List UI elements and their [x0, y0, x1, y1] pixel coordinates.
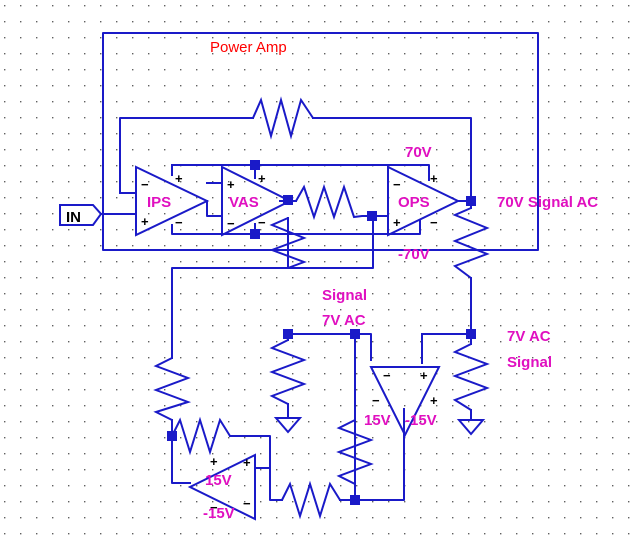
resistor-signal7-gnd	[269, 339, 307, 405]
pin-minus: −	[227, 216, 235, 231]
resistor-shift	[269, 217, 307, 269]
input-port-label: IN	[66, 209, 81, 226]
labels: Power Amp IPS VAS OPS 70V -70V 70V Signa…	[147, 39, 598, 522]
pin-plus: +	[258, 171, 266, 186]
resistor-output-divider-top	[452, 207, 490, 279]
resistor-left-lower	[153, 357, 192, 421]
junction-dot	[250, 229, 260, 239]
pin-minus: −	[210, 500, 218, 515]
pin-minus: −	[393, 177, 401, 192]
wires	[100, 32, 539, 501]
power-amp-boundary	[102, 32, 539, 251]
junction-dot	[466, 196, 476, 206]
opamp-ops-triangle	[387, 165, 461, 237]
junction-dot	[250, 160, 260, 170]
signal7-node-wire	[287, 333, 372, 361]
resistor-amp2-feedback	[171, 416, 231, 456]
opamp-amp3-triangle	[369, 366, 441, 438]
opamp-amp2-triangle	[187, 453, 256, 521]
amp2-minus-wire	[171, 435, 191, 484]
opamps	[135, 165, 461, 521]
resistor-out7v-gnd	[452, 343, 490, 411]
junction-dot	[350, 495, 360, 505]
amp2-neg-rail-label: -15V	[203, 505, 235, 522]
out-70v-label: 70V Signal AC	[497, 194, 598, 211]
input-port[interactable]: IN	[59, 204, 103, 226]
pin-signs: − + + − + − + − − + + − − + − + + − + −	[141, 171, 438, 515]
pin-minus: −	[430, 215, 438, 230]
junction-dot	[167, 431, 177, 441]
pin-minus: −	[372, 393, 380, 408]
resistor-amp3-mid	[336, 419, 374, 485]
title-power-amp: Power Amp	[210, 39, 287, 56]
pin-plus: +	[175, 171, 183, 186]
global-feedback-wire-2	[312, 117, 472, 202]
ground-icon	[456, 419, 486, 436]
junction-dot	[466, 329, 476, 339]
opamp-ips-triangle	[135, 165, 210, 237]
resistor-global-feedback	[252, 96, 314, 140]
amp3-out-wire	[354, 408, 405, 501]
global-feedback-wire	[119, 117, 254, 194]
grounds	[273, 417, 486, 436]
rail-pos-70-label: 70V	[405, 144, 432, 161]
out-7v-label-line2: Signal	[507, 354, 552, 371]
out-7v-label-line1: 7V AC	[507, 328, 551, 345]
amp3-neg-rail-label: -15V	[405, 412, 437, 429]
resistors	[153, 96, 490, 520]
opamp-ips-label: IPS	[147, 194, 171, 211]
signal-7v-label-line1: Signal	[322, 287, 367, 304]
pin-plus: +	[210, 454, 218, 469]
amp2-pos-rail-label: 15V	[205, 472, 232, 489]
pin-plus: +	[430, 393, 438, 408]
resistor-amp2-out	[281, 480, 341, 520]
junction-dot	[283, 195, 293, 205]
pin-plus: +	[141, 214, 149, 229]
resistor-vas-ops	[295, 183, 373, 221]
pin-plus: +	[420, 368, 428, 383]
ips-to-vas-wire	[206, 200, 223, 217]
pin-minus: −	[258, 215, 266, 230]
pin-minus: −	[141, 177, 149, 192]
pin-plus: +	[227, 177, 235, 192]
rail-neg-70-label: -70V	[398, 246, 430, 263]
amp2-to-node-wire	[269, 467, 283, 501]
junctions	[167, 160, 476, 505]
junction-dot	[350, 329, 360, 339]
opamp-vas-triangle	[221, 165, 293, 237]
signal-7v-label-line2: 7V AC	[322, 312, 366, 329]
input-port-outline	[59, 204, 103, 226]
pin-minus: −	[175, 215, 183, 230]
amp3-pos-rail-label: 15V	[364, 412, 391, 429]
pin-plus: +	[430, 171, 438, 186]
opamp-ops-label: OPS	[398, 194, 430, 211]
amp2-plus-wire	[229, 435, 271, 469]
junction-dot	[367, 211, 377, 221]
pin-plus: +	[243, 455, 251, 470]
junction-dot	[283, 329, 293, 339]
ips-minus-rail-wire	[171, 224, 256, 235]
pin-minus: −	[383, 368, 391, 383]
ops-in-drop-wire	[287, 215, 374, 269]
opamp-vas-label: VAS	[229, 194, 259, 211]
ground-icon	[273, 417, 303, 434]
pin-plus: +	[393, 215, 401, 230]
pin-minus: −	[243, 496, 251, 511]
